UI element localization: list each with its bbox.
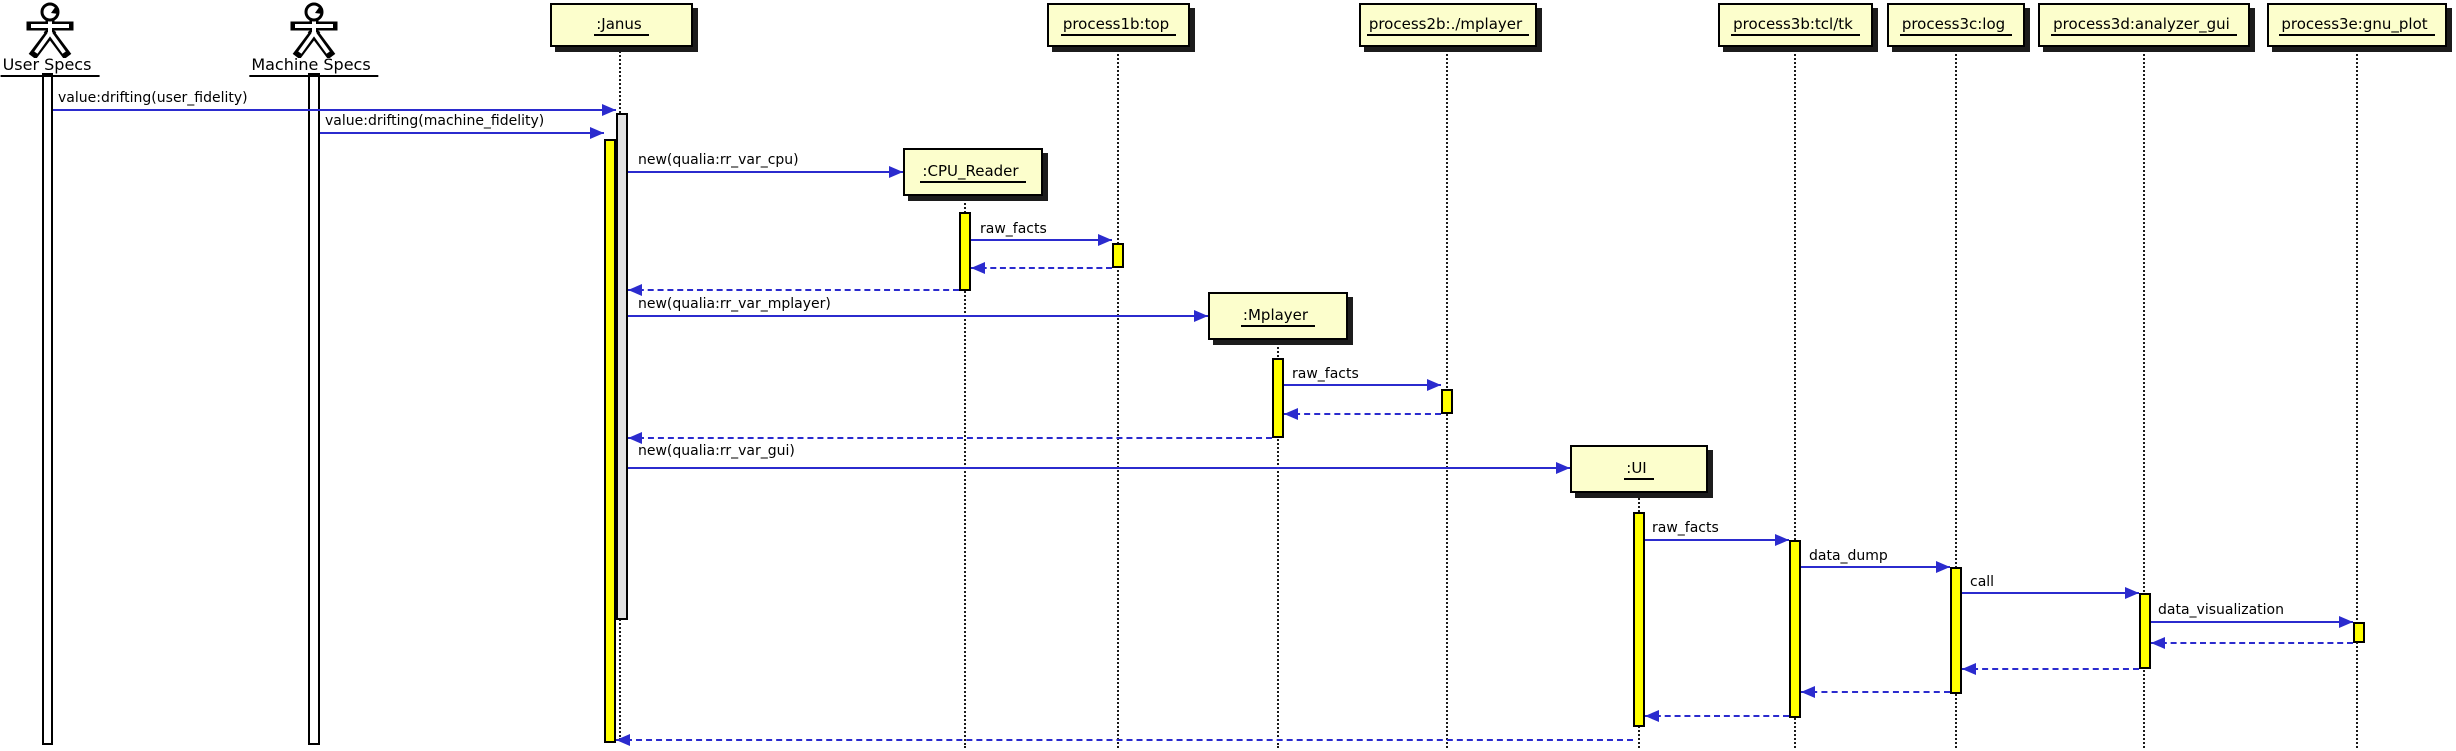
return-arrowhead	[1801, 686, 1815, 698]
message-arrowhead	[2339, 616, 2353, 628]
lifeline-p3e	[2356, 47, 2358, 748]
activation-bar-janus-nested	[604, 139, 616, 743]
participant-box-p3d: process3d:analyzer_gui	[2038, 3, 2250, 47]
actor-label-user-specs: User Specs	[0, 55, 100, 77]
created-object-name-ui: :UI	[1624, 459, 1654, 480]
return-arrowhead	[628, 432, 642, 444]
activation-bar-cpu-reader	[959, 212, 971, 291]
message-label: value:drifting(user_fidelity)	[58, 90, 248, 106]
message-arrow-line	[1801, 566, 1950, 568]
message-arrow-line	[628, 467, 1570, 469]
actor-bar-user-specs	[42, 73, 53, 745]
participant-name-p3c: process3c:log	[1899, 15, 2013, 36]
lifeline-p3d	[2143, 47, 2145, 748]
message-label: new(qualia:rr_var_mplayer)	[638, 296, 831, 312]
message-arrowhead	[889, 166, 903, 178]
participant-box-p3e: process3e:gnu_plot	[2267, 3, 2447, 47]
return-arrowhead	[971, 262, 985, 274]
activation-bar-ui	[1633, 512, 1645, 727]
created-object-name-mplayer: :Mplayer	[1240, 306, 1316, 327]
return-arrowhead	[2151, 637, 2165, 649]
actor-label-machine-specs: Machine Specs	[249, 55, 379, 77]
activation-bar-p3b	[1789, 540, 1801, 718]
message-arrowhead	[1427, 379, 1441, 391]
message-label: raw_facts	[980, 221, 1047, 237]
created-object-box-mplayer: :Mplayer	[1208, 292, 1348, 340]
activation-bar-p3d	[2139, 593, 2151, 669]
message-arrow-line	[971, 239, 1112, 241]
message-arrow-line	[2151, 621, 2353, 623]
message-arrow-line	[1962, 592, 2139, 594]
participant-box-p1b: process1b:top	[1047, 3, 1190, 47]
return-arrowhead	[628, 284, 642, 296]
activation-bar-mplayer	[1272, 358, 1284, 438]
created-object-name-cpu-reader: :CPU_Reader	[920, 162, 1026, 183]
participant-name-p2b: process2b:./mplayer	[1366, 15, 1530, 36]
created-object-box-cpu-reader: :CPU_Reader	[903, 148, 1043, 196]
participant-name-p3d: process3d:analyzer_gui	[2051, 15, 2237, 36]
message-arrow-line	[1645, 539, 1789, 541]
participant-box-p3b: process3b:tcl/tk	[1718, 3, 1873, 47]
message-label: new(qualia:rr_var_cpu)	[638, 152, 799, 168]
return-arrow-line	[616, 739, 1633, 741]
message-label: raw_facts	[1292, 366, 1359, 382]
message-arrowhead	[1936, 561, 1950, 573]
message-label: call	[1970, 574, 1995, 590]
message-arrowhead	[1098, 234, 1112, 246]
lifeline-p1b	[1117, 47, 1119, 748]
return-arrow-line	[628, 289, 959, 291]
lifeline-p3b	[1794, 47, 1796, 748]
message-arrowhead	[590, 127, 604, 139]
actor-icon-machine-specs	[290, 2, 338, 60]
activation-bar-janus-outer	[616, 113, 628, 620]
participant-box-janus: :Janus	[550, 3, 693, 47]
message-arrowhead	[1194, 310, 1208, 322]
return-arrowhead	[1962, 663, 1976, 675]
participant-name-p3e: process3e:gnu_plot	[2279, 15, 2435, 36]
created-object-box-ui: :UI	[1570, 445, 1708, 493]
actor-bar-machine-specs	[308, 73, 320, 745]
activation-bar-p1b-receive	[1112, 243, 1124, 268]
return-arrow-line	[1801, 691, 1950, 693]
return-arrow-line	[1284, 413, 1441, 415]
activation-bar-p3e	[2353, 622, 2365, 643]
message-label: value:drifting(machine_fidelity)	[325, 113, 545, 129]
message-arrowhead	[602, 104, 616, 116]
message-arrowhead	[2125, 587, 2139, 599]
return-arrow-line	[1645, 715, 1789, 717]
participant-name-p3b: process3b:tcl/tk	[1731, 15, 1860, 36]
message-label: raw_facts	[1652, 520, 1719, 536]
return-arrow-line	[2151, 642, 2353, 644]
activation-bar-p3c	[1950, 567, 1962, 694]
lifeline-mplayer	[1277, 340, 1279, 748]
message-label: data_visualization	[2158, 602, 2284, 618]
message-arrowhead	[1775, 534, 1789, 546]
participant-box-p3c: process3c:log	[1887, 3, 2025, 47]
message-label: data_dump	[1809, 548, 1888, 564]
message-arrow-line	[628, 315, 1208, 317]
message-arrowhead	[1556, 462, 1570, 474]
lifeline-p3c	[1955, 47, 1957, 748]
return-arrowhead	[616, 734, 630, 746]
return-arrowhead	[1645, 710, 1659, 722]
message-arrow-line	[628, 171, 903, 173]
message-label: new(qualia:rr_var_gui)	[638, 443, 795, 459]
actor-icon-user-specs	[26, 2, 74, 60]
participant-name-p1b: process1b:top	[1060, 15, 1177, 36]
message-arrow-line	[53, 109, 616, 111]
participant-name-janus: :Janus	[594, 15, 649, 36]
lifeline-cpu-reader	[964, 196, 966, 748]
message-arrow-line	[1284, 384, 1441, 386]
participant-box-p2b: process2b:./mplayer	[1359, 3, 1537, 47]
return-arrow-line	[971, 267, 1112, 269]
return-arrowhead	[1284, 408, 1298, 420]
activation-bar-p2b-receive	[1441, 389, 1453, 414]
message-arrow-line	[320, 132, 604, 134]
return-arrow-line	[628, 437, 1272, 439]
return-arrow-line	[1962, 668, 2139, 670]
